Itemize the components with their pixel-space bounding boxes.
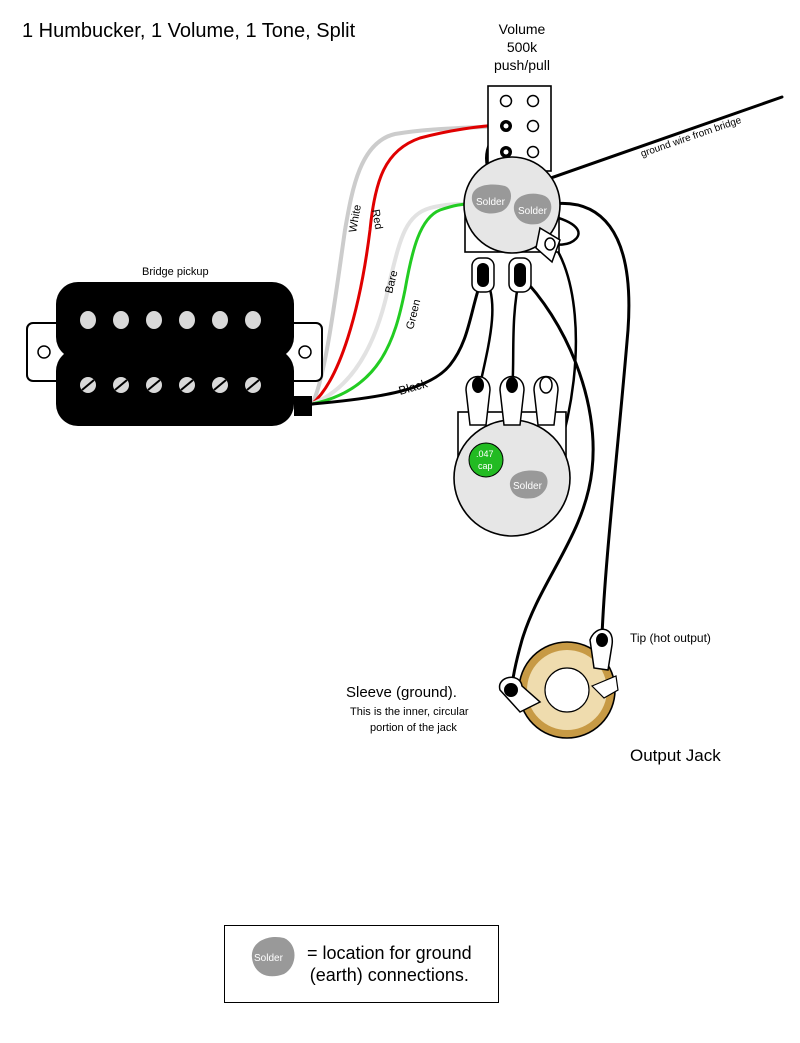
wire-label-white: White [347, 204, 364, 234]
wire-black [310, 273, 485, 406]
jack-tip-spring [590, 675, 619, 699]
legend-solder-label: Solder [254, 953, 284, 964]
volume-pot [463, 85, 561, 293]
capacitor [468, 442, 504, 478]
sleeve-label: Sleeve (ground). [346, 684, 457, 701]
wire-label-red: Red [369, 208, 384, 230]
legend-line-1: = location for ground [307, 943, 472, 963]
wire-bare [310, 202, 472, 406]
cap-label-value: .047 [476, 449, 494, 459]
wire-green [310, 202, 472, 406]
legend-box: = location for ground (earth) connection… [224, 925, 499, 1003]
solder-label-volume-right: Solder [518, 206, 548, 217]
legend-solder-blob [251, 936, 295, 977]
tone-pot [453, 375, 571, 537]
tip-label: Tip (hot output) [630, 631, 711, 645]
solder-blob-tone [509, 470, 548, 499]
mount-screw-right [298, 345, 312, 359]
jack-hole [544, 667, 590, 713]
bridge-pickup [26, 282, 323, 426]
volume-pot-label: Volume 500k push/pull [486, 20, 558, 74]
solder-blob-volume-right [513, 193, 552, 225]
pickup-coil-top [56, 282, 294, 359]
diagram-title: 1 Humbucker, 1 Volume, 1 Tone, Split [22, 20, 356, 42]
tone-pot-lugs [465, 375, 559, 426]
pickup-lead-exit [294, 396, 312, 416]
pole-pieces-top [80, 311, 261, 329]
output-jack-label: Output Jack [630, 746, 721, 765]
sleeve-description-1: This is the inner, circular [350, 706, 469, 718]
solder-blob-volume-left [471, 184, 512, 214]
volume-pot-lugs [471, 226, 561, 293]
pickup-coil-bottom [56, 349, 294, 426]
cap-label-name: cap [478, 461, 493, 471]
wire-label-bare: Bare [383, 269, 400, 294]
wire-white [310, 124, 502, 406]
volume-pot-body [463, 156, 561, 254]
pole-screws-bottom [80, 377, 261, 393]
mount-screw-left [37, 345, 51, 359]
solder-label-volume-left: Solder [476, 197, 506, 208]
bridge-pickup-label: Bridge pickup [142, 266, 209, 278]
solder-label-tone: Solder [513, 481, 543, 492]
sleeve-description-2: portion of the jack [370, 722, 457, 734]
wire-ground-to-sleeve [510, 273, 595, 692]
output-jack [498, 628, 619, 739]
switch-lugs [499, 94, 540, 159]
legend-text: = location for ground (earth) connection… [307, 942, 472, 986]
volume-pot-name: Volume [498, 21, 546, 37]
wire-label-green: Green [404, 298, 423, 331]
ground-wire-label: ground wire from bridge [639, 115, 743, 160]
wire-red [310, 123, 502, 406]
wire-hot-to-tip [543, 201, 631, 638]
wire-label-black: Black [397, 376, 430, 398]
volume-pot-type: push/pull [493, 57, 551, 73]
volume-pot-value: 500k [506, 39, 538, 55]
legend-line-2: (earth) connections. [309, 965, 469, 985]
